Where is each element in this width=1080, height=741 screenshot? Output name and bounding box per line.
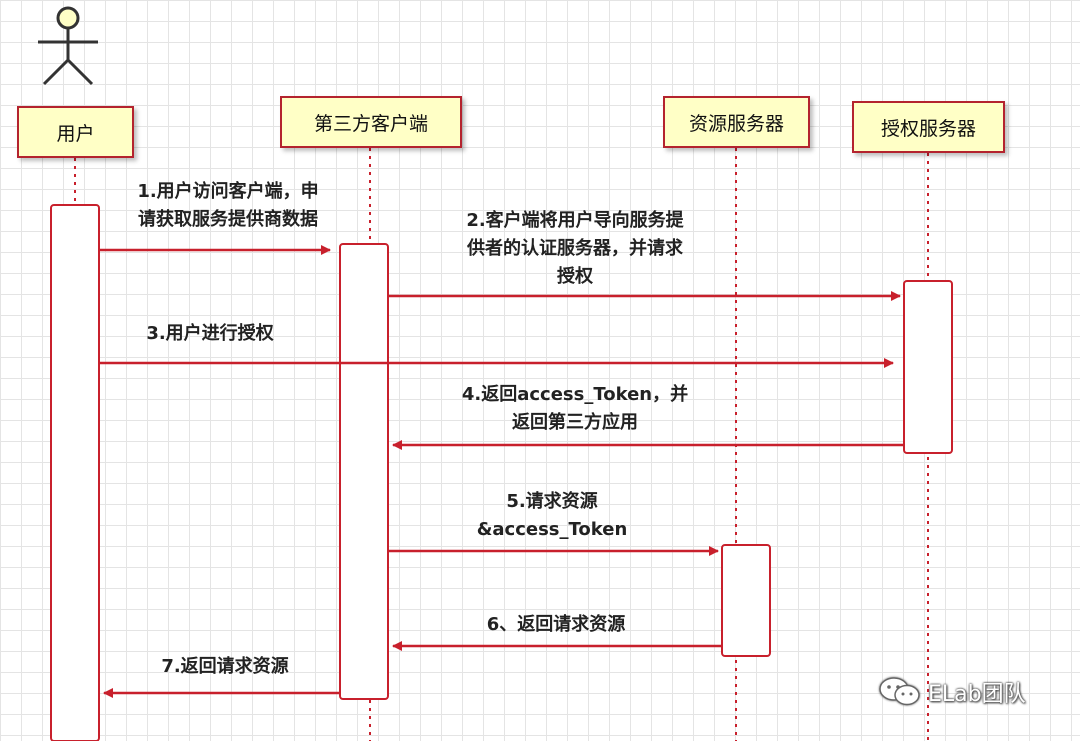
message-label-5: 5.请求资源 &access_Token: [476, 491, 628, 540]
message-label-3: 3.用户进行授权: [146, 323, 274, 344]
activation-user: [50, 204, 100, 741]
activation-client: [339, 243, 389, 700]
actor-icon: [38, 6, 98, 86]
activation-resource-server: [721, 544, 771, 657]
participant-user: 用户: [17, 106, 134, 158]
message-label-2: 2.客户端将用户导向服务提 供者的认证服务器，并请求 授权: [466, 210, 684, 287]
wechat-icon: [879, 677, 920, 706]
message-label-4: 4.返回access_Token，并 返回第三方应用: [461, 384, 689, 433]
activation-auth-server: [903, 280, 953, 454]
participant-resource-server: 资源服务器: [663, 96, 810, 148]
watermark: ELab团队: [878, 676, 1026, 708]
participant-client: 第三方客户端: [280, 96, 462, 148]
message-label-7: 7.返回请求资源: [161, 656, 289, 677]
message-label-6: 6、返回请求资源: [486, 614, 626, 635]
watermark-text: ELab团队: [928, 682, 1026, 707]
message-label-1: 1.用户访问客户端，申 请获取服务提供商数据: [137, 181, 319, 230]
participant-auth-server: 授权服务器: [852, 101, 1005, 153]
